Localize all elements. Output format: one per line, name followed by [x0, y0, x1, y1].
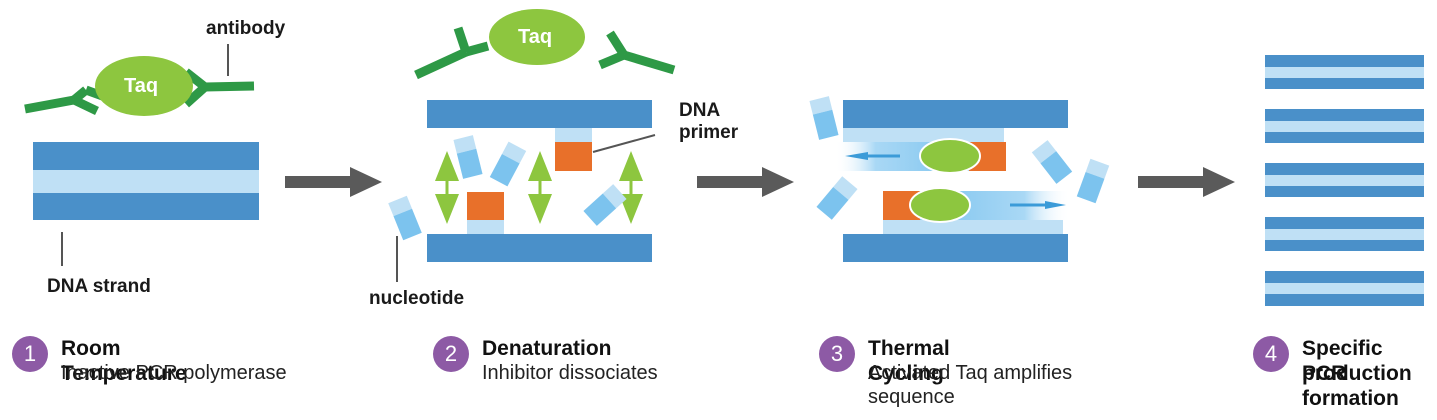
- primer-top: [555, 142, 592, 171]
- panel-1: [24, 44, 259, 266]
- taq-active-bottom: [909, 187, 971, 223]
- antibody-left: [24, 85, 110, 116]
- step-2-subtitle: Inhibitor dissociates: [482, 362, 658, 384]
- primer-bottom: [467, 192, 504, 220]
- dna-top-strand: [427, 100, 652, 128]
- taq-enzyme-2: [489, 9, 585, 65]
- dna-bottom-strand-3: [843, 234, 1068, 262]
- panel-2: [388, 9, 676, 282]
- panel-4-products: [1265, 55, 1424, 306]
- nucleotide: [388, 195, 422, 241]
- taq-enzyme-1: [95, 56, 193, 116]
- step-4-title-line3: formation: [1302, 387, 1399, 410]
- pcr-product: [1265, 109, 1424, 143]
- step-4-title-line1: Specific PCR: [1302, 337, 1383, 385]
- step-1-subtitle: Inactive PCR polymerase: [61, 362, 287, 384]
- antibody-right: [182, 68, 255, 108]
- step-3-badge: 3: [819, 336, 855, 372]
- process-arrow-3: [1138, 167, 1235, 197]
- nucleotide: [816, 176, 858, 220]
- antibody-free-right: [598, 30, 676, 75]
- process-arrow-1: [285, 167, 382, 197]
- nucleotide: [489, 141, 527, 187]
- pcr-product: [1265, 55, 1424, 89]
- dna-top-strand-3: [843, 100, 1068, 128]
- step-4-badge: 4: [1253, 336, 1289, 372]
- step-4-title-line2: production: [1302, 362, 1412, 385]
- taq-label-2: Taq: [518, 26, 553, 48]
- nucleotide: [453, 135, 483, 179]
- taq-active-top: [919, 138, 981, 174]
- dna-bottom-strand: [427, 234, 652, 262]
- pcr-product: [1265, 163, 1424, 197]
- pcr-product: [1265, 217, 1424, 251]
- taq-label-1: Taq: [124, 75, 159, 97]
- step-1-badge: 1: [12, 336, 48, 372]
- step-3-subtitle-line2: sequence: [868, 386, 955, 408]
- step-1-title: Room Temperature: [61, 337, 187, 385]
- dna-strand-double: [33, 142, 259, 220]
- pcr-product: [1265, 271, 1424, 306]
- nucleotide: [1076, 158, 1110, 204]
- nucleotide: [809, 96, 839, 140]
- antibody-free-left: [414, 26, 490, 80]
- dna-strand-label: DNA strand: [47, 276, 151, 297]
- nucleotide: [1031, 140, 1073, 184]
- primer-pointer: [592, 134, 656, 153]
- step-3-subtitle-line1: Activated Taq amplifies: [868, 362, 1073, 384]
- dna-primer-label-line1: DNA: [679, 100, 721, 121]
- process-arrow-2: [697, 167, 794, 197]
- step-2-badge: 2: [433, 336, 469, 372]
- antibody-label: antibody: [206, 18, 286, 39]
- dna-primer-label-line2: primer: [679, 122, 739, 143]
- nucleotide: [583, 184, 627, 226]
- panel-3: [809, 96, 1110, 262]
- step-3-title: Thermal Cycling: [868, 337, 950, 385]
- nucleotide-label: nucleotide: [369, 288, 465, 309]
- step-2-title: Denaturation: [482, 337, 612, 360]
